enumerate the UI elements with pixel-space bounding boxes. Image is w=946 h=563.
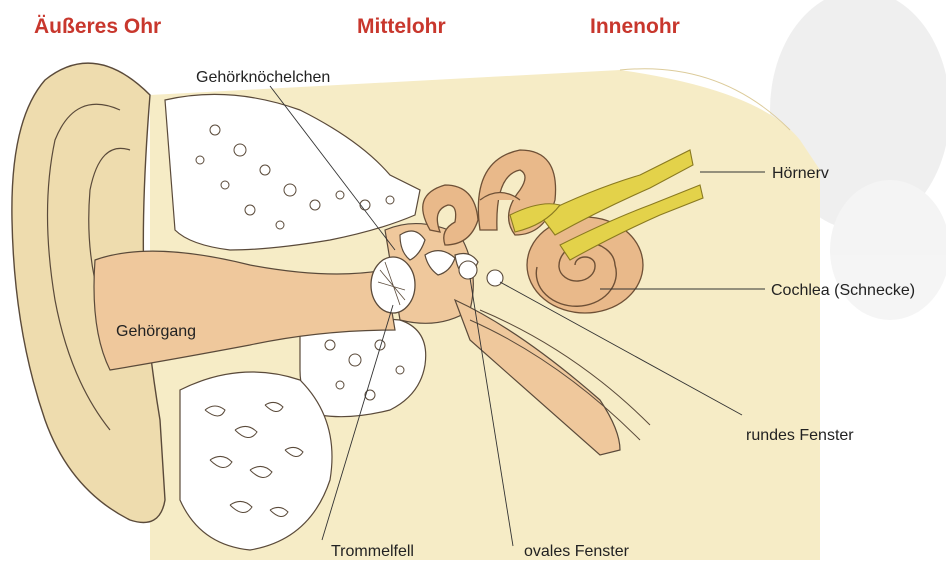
oval-window bbox=[459, 261, 477, 279]
label-cochlea: Cochlea (Schnecke) bbox=[771, 282, 915, 299]
label-ossicles: Gehörknöchelchen bbox=[196, 69, 330, 86]
label-eardrum: Trommelfell bbox=[331, 543, 414, 560]
label-oval-window: ovales Fenster bbox=[524, 543, 630, 560]
label-round-window: rundes Fenster bbox=[746, 427, 854, 444]
section-title-middle-ear: Mittelohr bbox=[357, 15, 446, 38]
label-auditory-nerve: Hörnerv bbox=[772, 165, 829, 182]
section-title-outer-ear: Äußeres Ohr bbox=[34, 15, 161, 38]
round-window bbox=[487, 270, 503, 286]
section-title-inner-ear: Innenohr bbox=[590, 15, 680, 38]
label-ear-canal: Gehörgang bbox=[116, 323, 196, 340]
